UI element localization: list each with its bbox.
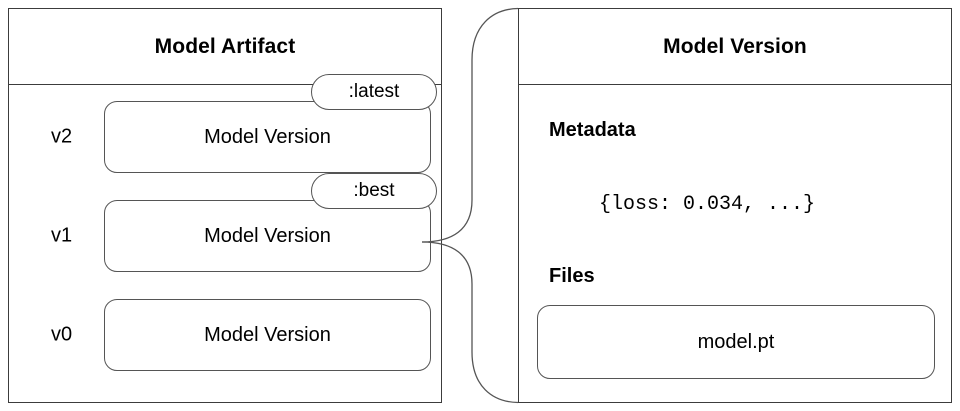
tag-pill-best[interactable]: :best xyxy=(311,173,437,209)
tag-pill-latest[interactable]: :latest xyxy=(311,74,437,110)
version-label-v1: v1 xyxy=(51,224,73,247)
model-version-title: Model Version xyxy=(663,34,807,58)
model-artifact-header: Model Artifact xyxy=(9,9,441,85)
version-label-v2: v2 xyxy=(51,125,73,148)
file-name-label: model.pt xyxy=(697,330,775,353)
model-version-box-label: Model Version xyxy=(204,323,331,346)
files-heading: Files xyxy=(549,265,595,287)
model-version-panel: Model Version Metadata {loss: 0.034, ...… xyxy=(518,8,952,403)
model-version-box-v0[interactable]: Model Version xyxy=(104,299,431,371)
version-row: v1 Model Version :best xyxy=(9,173,441,286)
file-box-model-pt[interactable]: model.pt xyxy=(537,305,935,379)
model-version-body: Metadata {loss: 0.034, ...} Files model.… xyxy=(519,85,951,402)
model-version-box-v2[interactable]: Model Version xyxy=(104,101,431,173)
version-row: v2 Model Version :latest xyxy=(9,74,441,187)
model-version-box-label: Model Version xyxy=(204,224,331,247)
tag-label: :latest xyxy=(348,81,400,102)
metadata-value: {loss: 0.034, ...} xyxy=(599,193,816,216)
model-artifact-panel: Model Artifact v2 Model Version :latest … xyxy=(8,8,442,403)
model-artifact-body: v2 Model Version :latest v1 Model Versio… xyxy=(9,74,441,402)
metadata-heading: Metadata xyxy=(549,119,636,141)
version-label-v0: v0 xyxy=(51,323,73,346)
model-artifact-title: Model Artifact xyxy=(154,34,296,58)
model-version-box-v1[interactable]: Model Version xyxy=(104,200,431,272)
tag-label: :best xyxy=(353,180,395,201)
model-version-box-label: Model Version xyxy=(204,125,331,148)
version-row: v0 Model Version xyxy=(9,285,441,385)
model-version-header: Model Version xyxy=(519,9,951,85)
